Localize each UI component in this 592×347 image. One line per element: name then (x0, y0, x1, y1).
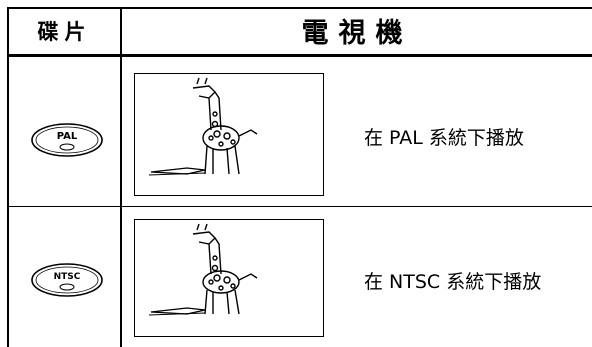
ntsc-caption: 在 NTSC 系統下播放 (364, 271, 542, 293)
pal-disc-icon: PAL (31, 123, 103, 157)
row-divider (7, 206, 592, 207)
table-left-border (7, 7, 9, 347)
tv-screen-pal (134, 73, 324, 196)
pal-disc-label: PAL (57, 131, 78, 142)
giraffe-illustration (148, 77, 258, 176)
tv-screen-ntsc (134, 219, 324, 337)
header-divider (7, 54, 592, 57)
giraffe-illustration (148, 223, 258, 316)
pal-caption: 在 PAL 系統下播放 (364, 127, 524, 149)
header-tv: 電視機 (301, 18, 413, 49)
ntsc-disc-icon: NTSC (31, 263, 103, 297)
table-top-border (7, 7, 592, 9)
column-divider (120, 7, 122, 347)
disc-tv-table: 碟片 電視機 PAL (7, 7, 592, 347)
header-disc: 碟片 (37, 19, 92, 44)
ntsc-disc-label: NTSC (54, 272, 81, 282)
